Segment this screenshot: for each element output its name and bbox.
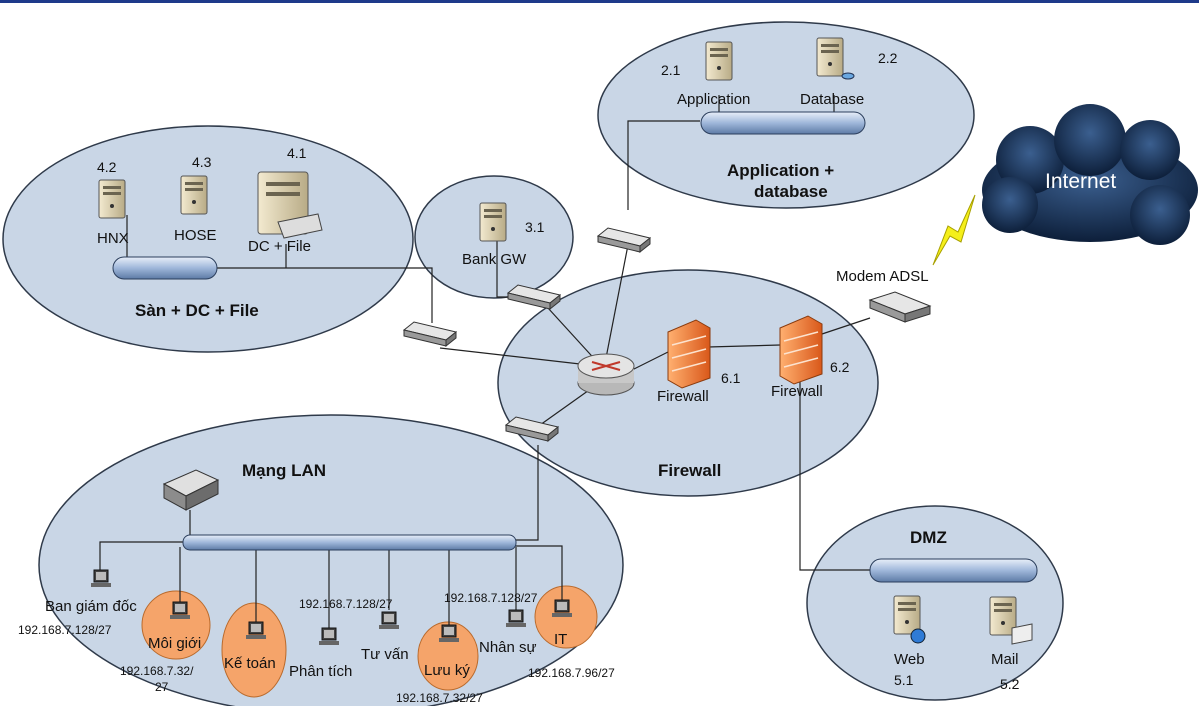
bus-application: [700, 111, 866, 135]
hnx-label: HNX: [97, 230, 129, 247]
server-hnx-icon: [98, 179, 126, 219]
bus-san: [112, 256, 218, 280]
luu-ky-ip: 192.168.7.32/27: [396, 691, 483, 705]
switch-app: [597, 227, 651, 253]
fax-printer-icon: [162, 469, 220, 511]
hose-label: HOSE: [174, 227, 217, 244]
modem-icon: [868, 291, 932, 323]
modem-label: Modem ADSL: [836, 268, 929, 285]
application-label: Application: [677, 91, 750, 108]
mail-label: Mail: [991, 651, 1019, 668]
switch-san: [403, 321, 457, 347]
moi-gioi-ip: 192.168.7.32/: [120, 664, 194, 678]
bus-dmz: [869, 558, 1038, 583]
dc-number: 4.1: [287, 145, 307, 161]
firewall-6-1-icon: [667, 319, 711, 389]
zone-app-title: Application +: [727, 161, 834, 180]
pc-it-icon: [551, 599, 573, 618]
router-icon: [577, 353, 635, 396]
server-dc-file-icon: [257, 171, 323, 239]
fw2-label: Firewall: [771, 383, 823, 400]
server-web-icon: [893, 595, 921, 635]
web-number: 5.1: [894, 672, 914, 688]
moi-gioi-ip-2: 27: [155, 680, 169, 694]
bank-label: Bank GW: [462, 251, 527, 268]
ban-giam-doc-ip: 192.168.7.128/27: [18, 623, 112, 637]
zone-lan-title: Mạng LAN: [242, 461, 326, 480]
firewall-6-2-icon: [779, 315, 823, 385]
pc-tu-van-icon: [378, 611, 400, 630]
lightning-icon: [932, 194, 976, 266]
database-number: 2.2: [878, 50, 898, 66]
pc-ke-toan-icon: [245, 621, 267, 640]
dc-label: DC + File: [248, 238, 311, 255]
pc-luu-ky-icon: [438, 624, 460, 643]
server-database-icon: [816, 37, 844, 77]
server-bank-gw-icon: [479, 202, 507, 242]
fw1-number: 6.1: [721, 370, 741, 386]
database-cylinder-icon: [841, 72, 855, 80]
internet-label: Internet: [1045, 170, 1116, 193]
database-label: Database: [800, 91, 864, 108]
mail-number: 5.2: [1000, 676, 1020, 692]
zone-dmz: [806, 505, 1064, 701]
nhan-su-ip: 192.168.7.128/27: [444, 591, 538, 605]
moi-gioi-label: Môi giới: [148, 635, 201, 652]
globe-icon: [910, 628, 926, 644]
it-ip: 192.168.7.96/27: [528, 666, 615, 680]
top-border: [0, 0, 1199, 3]
zone-san-title: Sàn + DC + File: [135, 301, 259, 320]
phan-tich-label: Phân tích: [289, 663, 352, 680]
fw1-label: Firewall: [657, 388, 709, 405]
it-label: IT: [554, 631, 567, 648]
highlight-moi-gioi: [141, 590, 211, 660]
zone-firewall-title: Firewall: [658, 461, 721, 480]
ban-giam-doc-label: Ban giám đốc: [45, 598, 137, 615]
mail-envelope-icon: [1011, 623, 1033, 645]
web-label: Web: [894, 651, 925, 668]
nhan-su-label: Nhân sự: [479, 639, 537, 656]
highlight-luu-ky: [417, 621, 479, 691]
pc-moi-gioi-icon: [169, 601, 191, 620]
hnx-number: 4.2: [97, 159, 117, 175]
application-number: 2.1: [661, 62, 681, 78]
hose-number: 4.3: [192, 154, 212, 170]
pc-phan-tich-icon: [318, 627, 340, 646]
fw2-number: 6.2: [830, 359, 850, 375]
server-hose-icon: [180, 175, 208, 215]
pc-nhan-su-icon: [505, 609, 527, 628]
ke-toan-label: Kế toán: [224, 655, 276, 672]
luu-ky-label: Lưu ký: [424, 662, 470, 679]
pc-ban-giam-doc-icon: [90, 569, 112, 588]
internet-cloud-icon: [982, 104, 1198, 245]
zone-app-title-2: database: [754, 182, 828, 201]
bank-number: 3.1: [525, 219, 545, 235]
server-application-icon: [705, 41, 733, 81]
tu-van-label: Tư vấn: [361, 646, 409, 663]
bus-lan: [182, 534, 517, 551]
highlight-ke-toan: [221, 602, 287, 698]
zone-dmz-title: DMZ: [910, 528, 947, 547]
phan-tich-ip: 192.168.7.128/27: [299, 597, 393, 611]
switch-bank: [507, 284, 561, 310]
